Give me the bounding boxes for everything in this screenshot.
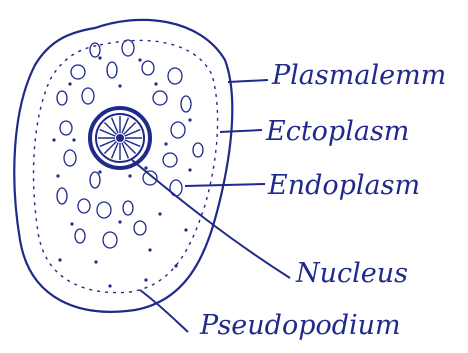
granule xyxy=(153,91,167,105)
granule-dot xyxy=(184,228,187,231)
endoplasm-label: Endoplasm xyxy=(267,170,420,201)
granule-dot xyxy=(108,284,111,287)
granule xyxy=(103,232,117,248)
granule-dot xyxy=(128,174,131,177)
granule xyxy=(134,221,146,235)
granule-dot xyxy=(164,142,167,145)
granule xyxy=(97,202,111,218)
granule xyxy=(64,150,76,166)
ectoplasm-label: Ectoplasm xyxy=(265,116,409,147)
granule-dot xyxy=(144,278,147,281)
granule xyxy=(193,143,203,157)
granule xyxy=(142,61,154,75)
granule-dot xyxy=(58,258,61,261)
endoplasm-dots xyxy=(52,56,191,287)
granule-dot xyxy=(56,174,59,177)
granule xyxy=(163,153,177,167)
ectoplasm-leader xyxy=(220,130,262,132)
granule xyxy=(57,188,67,204)
granule-dot xyxy=(138,58,141,61)
pseudopodium-label: Pseudopodium xyxy=(199,310,401,341)
granule-dot xyxy=(70,222,73,225)
granule-dot xyxy=(68,82,71,85)
granule-dot xyxy=(52,138,55,141)
granule xyxy=(181,96,191,112)
granule-dot xyxy=(174,264,177,267)
granule xyxy=(78,199,90,213)
granule xyxy=(60,121,72,135)
endoplasm-leader xyxy=(185,184,265,186)
granule-dot xyxy=(94,260,97,263)
granule-dot xyxy=(188,168,191,171)
nucleus-label: Nucleus xyxy=(295,258,408,289)
granule xyxy=(171,122,185,138)
granule-dot xyxy=(118,220,121,223)
granule-dot xyxy=(144,166,147,169)
plasmalemma-leader xyxy=(228,80,268,82)
granule-dot xyxy=(158,212,161,215)
granule xyxy=(57,91,67,105)
pseudopodium-leader xyxy=(140,290,188,332)
granule-dot xyxy=(148,248,151,251)
granule xyxy=(71,65,85,79)
granule-dot xyxy=(154,82,157,85)
granule-dot xyxy=(98,56,101,59)
granule-dot xyxy=(118,84,121,87)
granule xyxy=(90,43,100,57)
nucleus-leader xyxy=(132,160,290,278)
plasmalemma-label: Plasmalemm xyxy=(271,60,446,91)
granule xyxy=(168,68,182,84)
granule-dot xyxy=(98,170,101,173)
granule xyxy=(122,40,134,56)
nucleus xyxy=(90,108,150,168)
granule xyxy=(107,62,117,78)
granule xyxy=(75,229,85,243)
granule xyxy=(123,201,133,215)
granule-dot xyxy=(72,138,75,141)
granule xyxy=(90,172,100,188)
granule-dot xyxy=(188,118,191,121)
endoplasm-granules xyxy=(57,40,203,248)
granule xyxy=(82,88,94,104)
